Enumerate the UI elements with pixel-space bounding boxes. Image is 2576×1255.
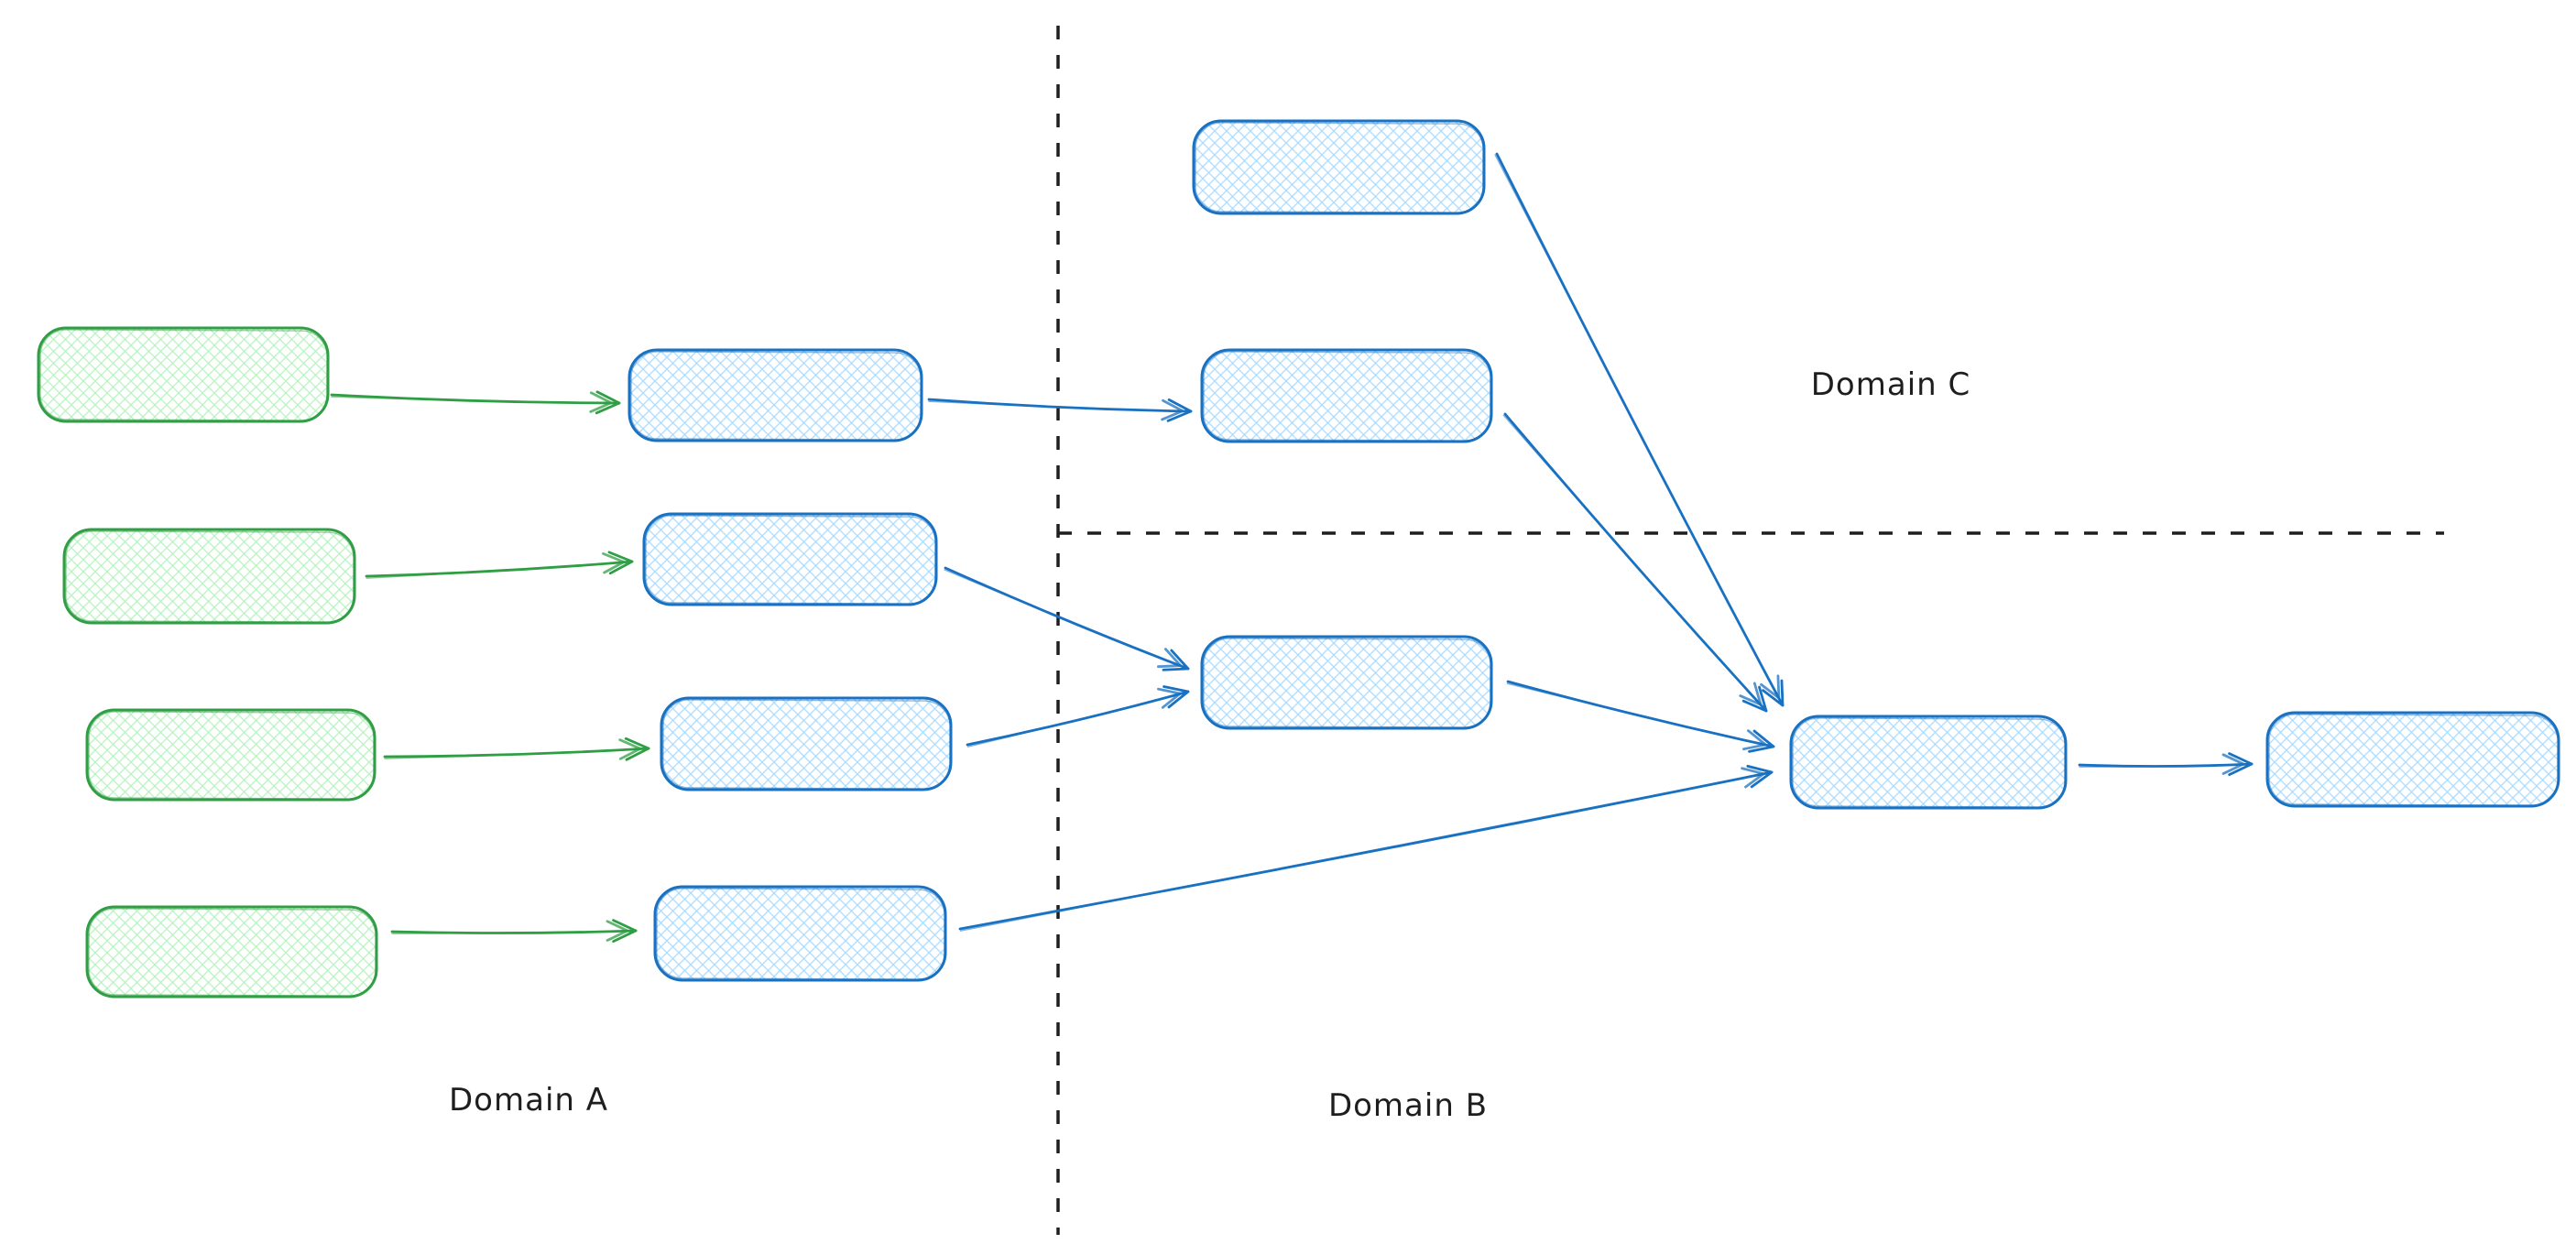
node-a-proc-2[interactable] [642, 512, 938, 606]
arrow-g3 [383, 737, 650, 761]
arrow-b3 [966, 685, 1190, 748]
arrow-g2 [365, 551, 634, 579]
arrow-b1 [927, 398, 1193, 422]
node-a-proc-4[interactable] [653, 885, 947, 982]
node-b-top[interactable] [1192, 119, 1486, 215]
arrow-b8 [2078, 752, 2254, 777]
node-a-proc-3[interactable] [660, 696, 953, 791]
node-b-2[interactable] [1200, 635, 1493, 730]
arrow-g4 [390, 919, 638, 943]
arrow-b5 [1494, 152, 1785, 707]
node-a-source-3[interactable] [85, 708, 377, 802]
node-a-source-4[interactable] [85, 905, 378, 999]
arrow-b6 [1502, 412, 1768, 713]
node-b-1[interactable] [1200, 348, 1493, 443]
arrow-b2 [944, 566, 1190, 671]
domain-a-label: Domain A [449, 1082, 608, 1119]
node-c-out[interactable] [2265, 711, 2560, 808]
arrow-b4 [958, 764, 1774, 932]
node-c-main[interactable] [1789, 715, 2068, 810]
arrow-b7 [1506, 680, 1775, 753]
node-a-source-2[interactable] [62, 528, 356, 625]
node-a-proc-1[interactable] [628, 348, 923, 442]
domain-c-label: Domain C [1811, 366, 1970, 403]
arrow-g1 [330, 390, 621, 415]
domain-b-label: Domain B [1328, 1087, 1488, 1124]
node-a-source-1[interactable] [37, 326, 330, 423]
